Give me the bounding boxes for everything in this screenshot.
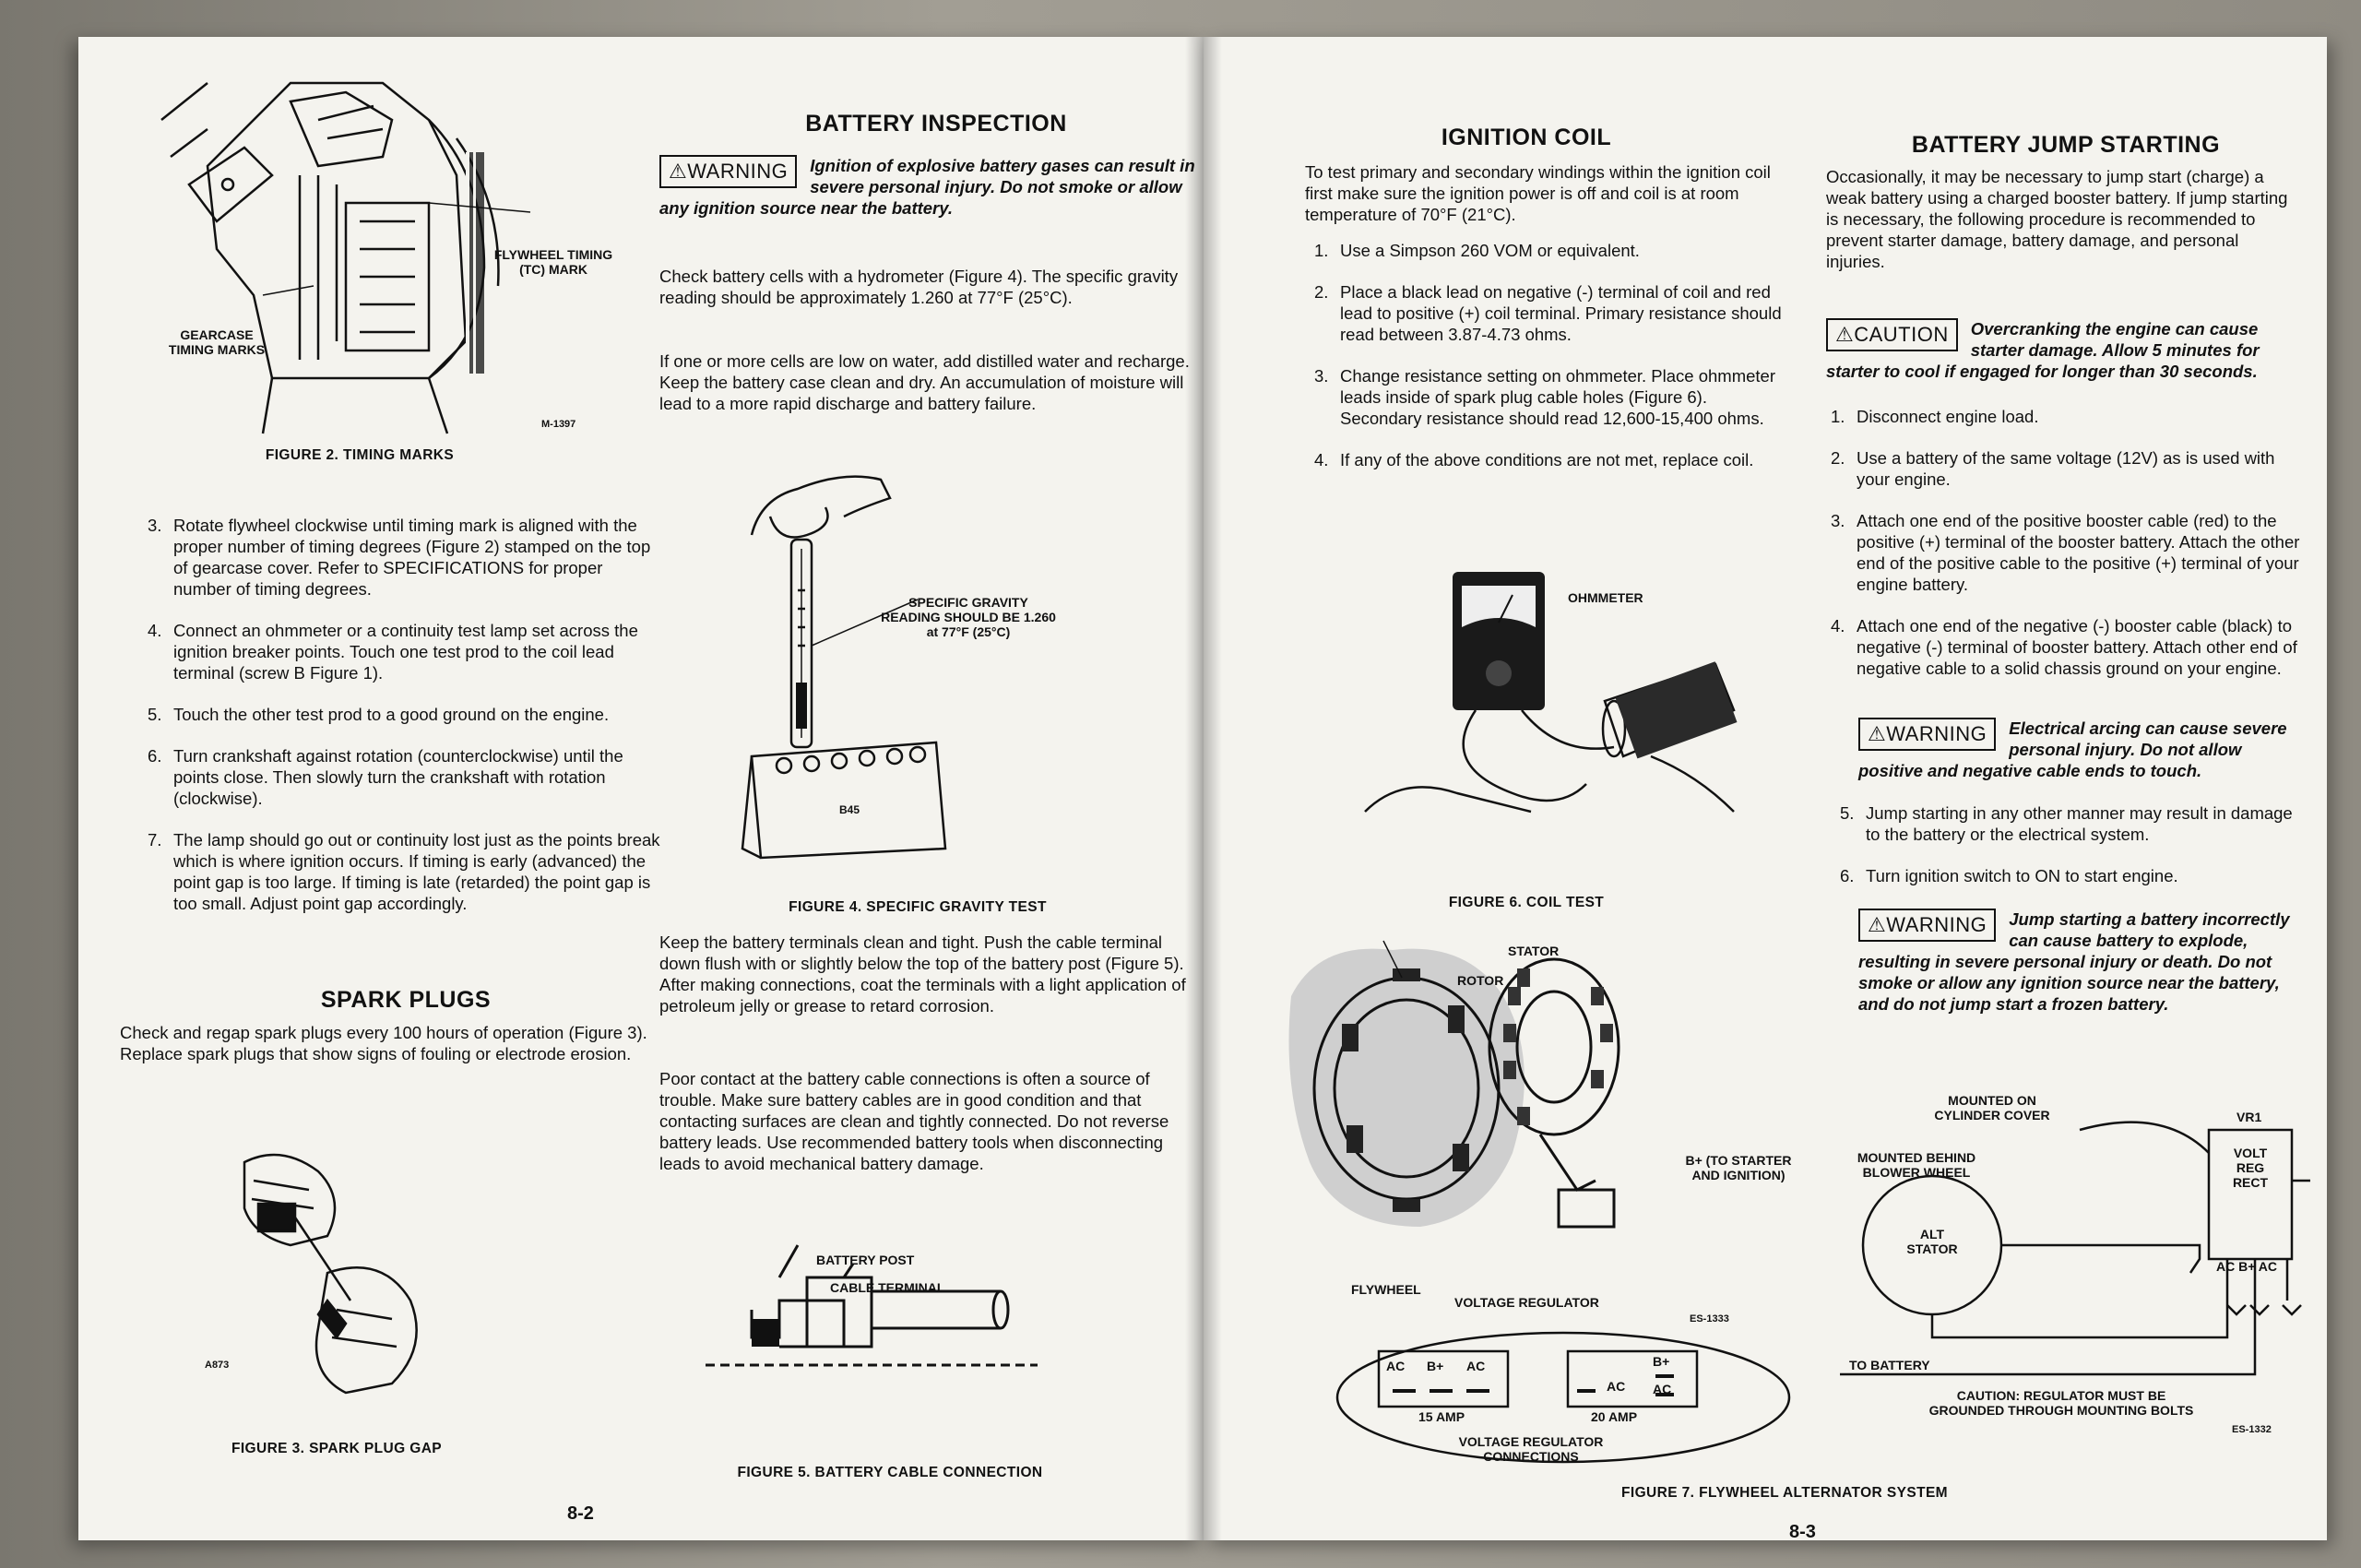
- ignition-coil-heading: IGNITION COIL: [1441, 125, 1612, 150]
- warning-text: Ignition of explosive battery gases can …: [659, 156, 1195, 218]
- fig4-caption: FIGURE 4. SPECIFIC GRAVITY TEST: [789, 899, 1047, 915]
- list-item: 2.Use a battery of the same voltage (12V…: [1831, 448, 2275, 489]
- jump-warning-1: ⚠WARNING Electrical arcing can cause sev…: [1858, 718, 2301, 781]
- schematic-acbac: AC B+ AC: [2216, 1259, 2277, 1274]
- jump-heading: BATTERY JUMP STARTING: [1911, 132, 2221, 158]
- warning-text: Electrical arcing can cause severe perso…: [1858, 719, 2287, 780]
- conn-ac-3: AC: [1607, 1379, 1626, 1394]
- list-item: 1.Disconnect engine load.: [1831, 407, 2039, 426]
- schematic-caution-note: CAUTION: REGULATOR MUST BE GROUNDED THRO…: [1928, 1388, 2194, 1418]
- conn-ac-1: AC: [1386, 1359, 1406, 1373]
- fig4-label: SPECIFIC GRAVITY READING SHOULD BE 1.260…: [881, 595, 1056, 639]
- conn-ac-2: AC: [1466, 1359, 1486, 1373]
- fig6-label: OHMMETER: [1568, 590, 1643, 605]
- list-item: 6.Turn crankshaft against rotation (coun…: [148, 746, 623, 808]
- list-item: 4.If any of the above conditions are not…: [1314, 450, 1754, 469]
- warning-badge: ⚠WARNING: [1858, 718, 1997, 751]
- jump-caution-box: ⚠CAUTION Overcranking the engine can cau…: [1826, 318, 2301, 382]
- spark-plugs-text: Check and regap spark plugs every 100 ho…: [120, 1023, 647, 1063]
- alternator-schematic: [1840, 1121, 2310, 1376]
- figure-6-coil-test: [1364, 572, 1738, 814]
- fig2-label-gearcase: GEARCASE TIMING MARKS: [168, 327, 266, 357]
- conn-title: VOLTAGE REGULATOR CONNECTIONS: [1458, 1434, 1604, 1464]
- figure-2-timing-marks: [160, 81, 531, 434]
- right-page: IGNITION COIL To test primary and second…: [1204, 37, 2327, 1540]
- figure-4-hydrometer: [741, 475, 947, 860]
- page-number-right: 8-3: [1789, 1522, 1816, 1540]
- fig7-stator: STATOR: [1508, 944, 1560, 958]
- caution-text: Overcranking the engine can cause starte…: [1826, 319, 2260, 381]
- jump-warning-2: ⚠WARNING Jump starting a battery incorre…: [1858, 909, 2301, 1015]
- page-number-left: 8-2: [567, 1503, 594, 1524]
- battery-para-1: Check battery cells with a hydrometer (F…: [659, 267, 1179, 307]
- fig5-caption: FIGURE 5. BATTERY CABLE CONNECTION: [737, 1465, 1043, 1480]
- warning-badge: ⚠WARNING: [659, 155, 798, 188]
- list-item: 6.Turn ignition switch to ON to start en…: [1840, 866, 2178, 885]
- ignition-steps-list: 1.Use a Simpson 260 VOM or equivalent. 2…: [1314, 240, 1785, 491]
- jump-intro: Occasionally, it may be necessary to jum…: [1826, 167, 2288, 271]
- timing-steps-list: 3.Rotate flywheel clockwise until timing…: [148, 515, 664, 934]
- voltage-regulator-connections: [1335, 1331, 1791, 1464]
- fig7-code-a: ES-1333: [1690, 1313, 1729, 1324]
- list-item: 4.Attach one end of the negative (-) boo…: [1831, 616, 2297, 678]
- list-item: 3.Change resistance setting on ohmmeter.…: [1314, 366, 1775, 428]
- list-item: 3.Attach one end of the positive booster…: [1831, 511, 2300, 594]
- battery-inspection-heading: BATTERY INSPECTION: [805, 111, 1067, 137]
- fig2-code: M-1397: [541, 419, 576, 430]
- fig7-caption: FIGURE 7. FLYWHEEL ALTERNATOR SYSTEM: [1621, 1485, 1948, 1501]
- list-item: 2.Place a black lead on negative (-) ter…: [1314, 282, 1782, 344]
- caution-badge: ⚠CAUTION: [1826, 318, 1958, 351]
- warning-badge: ⚠WARNING: [1858, 909, 1997, 942]
- fig2-caption: FIGURE 2. TIMING MARKS: [265, 447, 455, 463]
- conn-15-amp: 15 AMP: [1418, 1409, 1465, 1424]
- battery-para-4: Poor contact at the battery cable connec…: [659, 1069, 1169, 1173]
- schematic-alt-stator: ALT STATOR: [1906, 1227, 1958, 1256]
- list-item: 1.Use a Simpson 260 VOM or equivalent.: [1314, 241, 1640, 260]
- fig3-caption: FIGURE 3. SPARK PLUG GAP: [231, 1441, 443, 1456]
- schematic-code: ES-1332: [2232, 1424, 2272, 1435]
- battery-para-3: Keep the battery terminals clean and tig…: [659, 932, 1186, 1016]
- fig5-label-terminal: CABLE TERMINAL: [830, 1280, 945, 1295]
- fig7-voltage-regulator: VOLTAGE REGULATOR: [1454, 1295, 1599, 1310]
- schematic-vr1: VR1: [2236, 1110, 2262, 1124]
- list-item: 5.Touch the other test prod to a good gr…: [148, 705, 610, 724]
- warning-text: Jump starting a battery incorrectly can …: [1858, 909, 2290, 1014]
- list-item: 3.Rotate flywheel clockwise until timing…: [148, 516, 651, 599]
- figure-7-stator-rotor: [1288, 940, 1620, 1229]
- list-item: 7.The lamp should go out or continuity l…: [148, 830, 660, 913]
- jump-steps-list-b: 5.Jump starting in any other manner may …: [1840, 802, 2301, 907]
- schematic-mounted-blower: MOUNTED BEHIND BLOWER WHEEL: [1857, 1150, 1976, 1180]
- fig7-flywheel: FLYWHEEL: [1351, 1282, 1421, 1297]
- schematic-volt-reg: VOLT REG RECT: [2232, 1146, 2269, 1190]
- conn-bplus-2: B+: [1653, 1354, 1670, 1369]
- fig5-label-post: BATTERY POST: [816, 1253, 915, 1267]
- figure-5-cable-connection: [706, 1244, 1038, 1367]
- figure-3-spark-plug: [243, 1153, 418, 1395]
- spark-plugs-heading: SPARK PLUGS: [320, 987, 492, 1013]
- conn-ac-4: AC: [1653, 1382, 1672, 1396]
- fig6-caption: FIGURE 6. COIL TEST: [1448, 895, 1605, 910]
- jump-steps-list-a: 1.Disconnect engine load. 2.Use a batter…: [1831, 406, 2301, 699]
- fig3-code: A873: [205, 1360, 230, 1371]
- list-item: 5.Jump starting in any other manner may …: [1840, 803, 2293, 844]
- schematic-to-battery: TO BATTERY: [1849, 1358, 1930, 1372]
- fig7-b-plus: B+ (TO STARTER AND IGNITION): [1685, 1153, 1792, 1182]
- battery-warning-box: ⚠WARNING Ignition of explosive battery g…: [659, 155, 1199, 219]
- fig4-code: B45: [839, 803, 860, 816]
- fig2-label-flywheel: FLYWHEEL TIMING (TC) MARK: [493, 247, 613, 277]
- ignition-coil-intro: To test primary and secondary windings w…: [1305, 162, 1771, 224]
- fig7-rotor: ROTOR: [1457, 973, 1504, 988]
- conn-bplus-1: B+: [1427, 1359, 1444, 1373]
- conn-20-amp: 20 AMP: [1591, 1409, 1638, 1424]
- battery-para-2: If one or more cells are low on water, a…: [659, 351, 1190, 413]
- list-item: 4.Connect an ohmmeter or a continuity te…: [148, 621, 638, 683]
- schematic-mounted-cover: MOUNTED ON CYLINDER COVER: [1934, 1093, 2050, 1123]
- left-page: FLYWHEEL TIMING (TC) MARK GEARCASE TIMIN…: [78, 37, 1204, 1540]
